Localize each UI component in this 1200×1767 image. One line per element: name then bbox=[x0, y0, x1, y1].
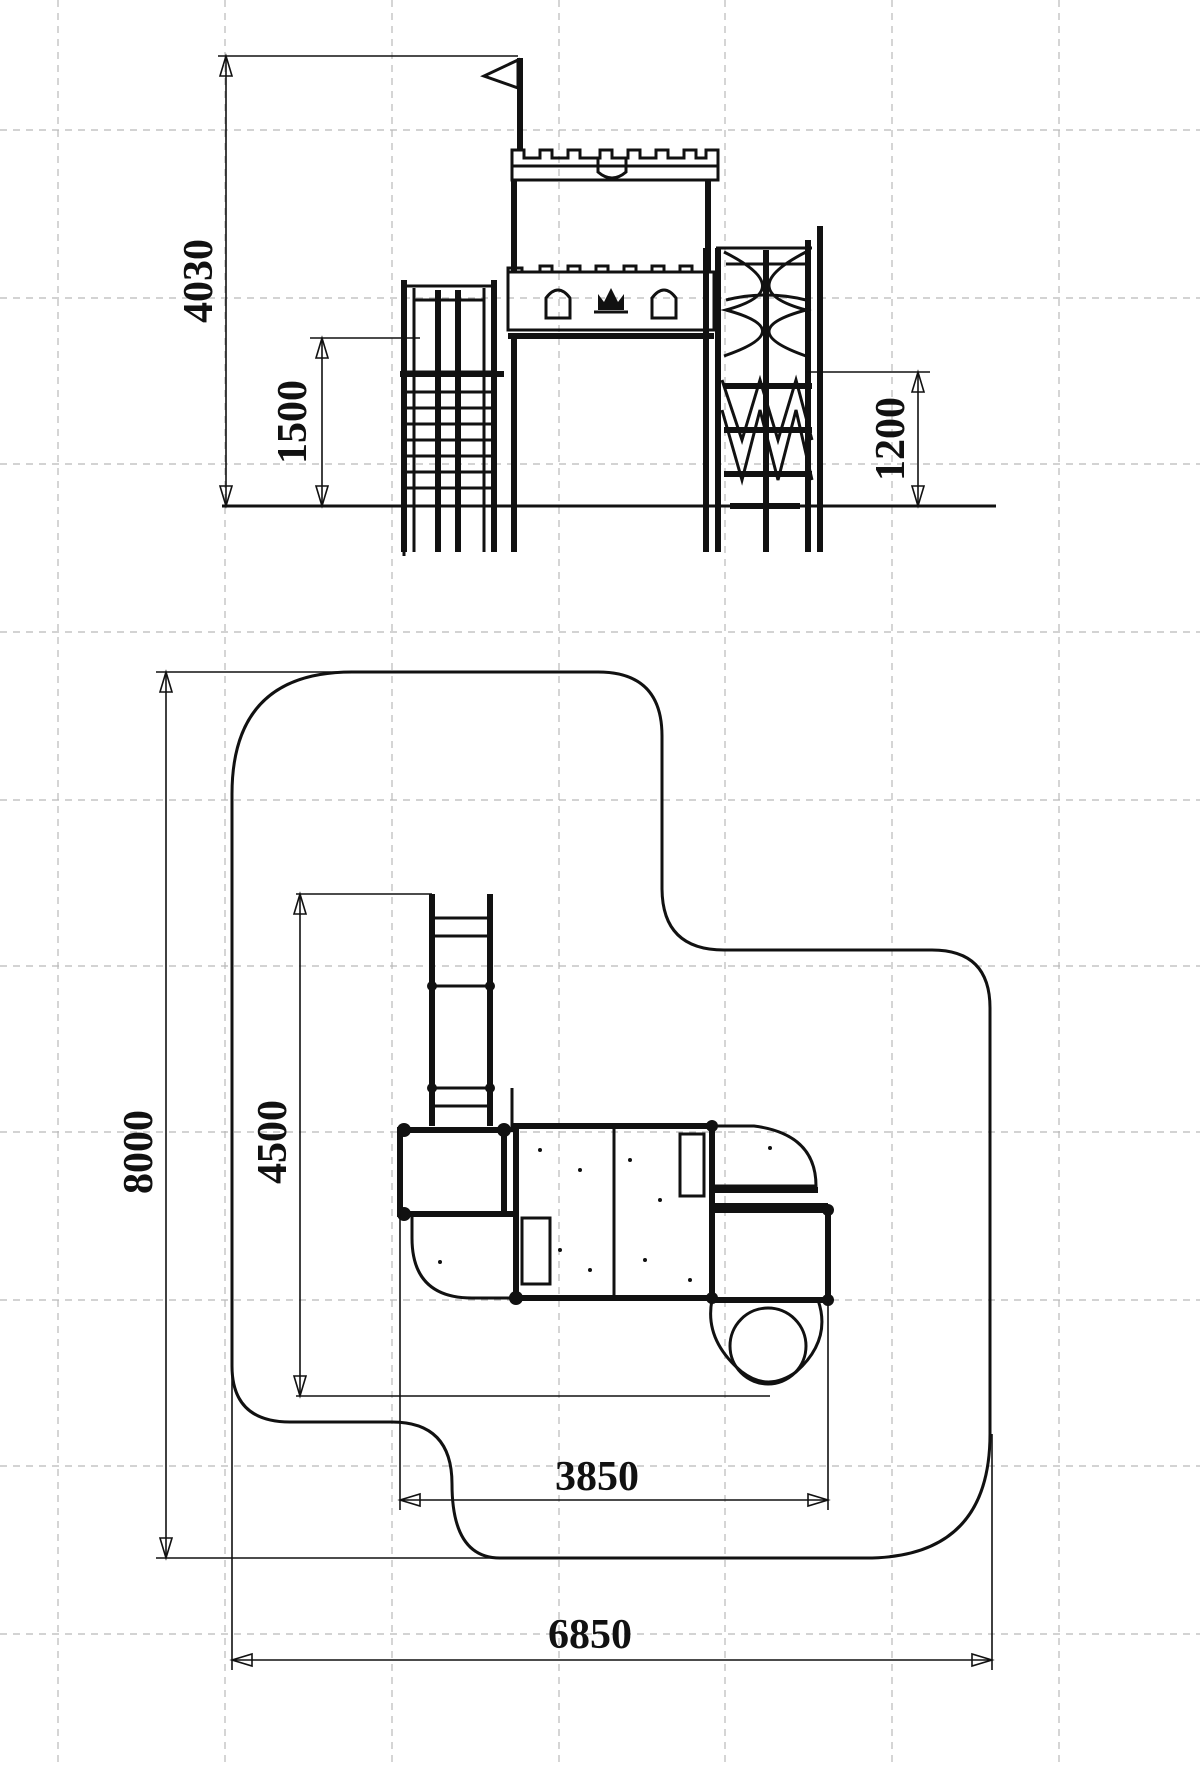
dimension-zone-width: 6850 bbox=[229, 1366, 995, 1670]
dimension-label-zone-width: 6850 bbox=[548, 1612, 632, 1658]
dimension-equipment-width: 3850 bbox=[397, 1214, 831, 1510]
flag-icon bbox=[480, 57, 523, 150]
window-left bbox=[544, 288, 572, 320]
slide bbox=[427, 894, 514, 1132]
dimension-total-height: 4030 bbox=[176, 53, 518, 509]
dimension-label-right-platform-height: 1200 bbox=[868, 397, 914, 481]
window-right bbox=[650, 288, 678, 320]
dimension-right-platform-height: 1200 bbox=[806, 369, 930, 509]
deck-fasteners bbox=[438, 1146, 772, 1282]
dimension-left-platform-height: 1500 bbox=[270, 335, 420, 509]
dimension-label-zone-length: 8000 bbox=[116, 1110, 162, 1194]
upper-tower bbox=[510, 148, 720, 272]
dimension-zone-length: 8000 bbox=[116, 669, 500, 1561]
dimension-label-total-height: 4030 bbox=[176, 239, 222, 323]
crown-icon bbox=[594, 288, 628, 314]
plan-view: 8000 4500 3850 6850 bbox=[116, 669, 995, 1670]
right-tower bbox=[703, 226, 823, 552]
climbing-net bbox=[720, 250, 812, 358]
dimension-label-equipment-length: 4500 bbox=[250, 1100, 296, 1184]
ladder-rungs bbox=[404, 390, 494, 490]
dimension-equipment-length: 4500 bbox=[250, 891, 770, 1399]
castle-deck bbox=[506, 264, 716, 552]
dimension-label-left-platform-height: 1500 bbox=[270, 380, 316, 464]
front-elevation: 4030 1500 1200 bbox=[176, 53, 996, 556]
dimension-label-equipment-width: 3850 bbox=[555, 1454, 639, 1500]
equipment-plan bbox=[397, 1120, 834, 1386]
left-tower bbox=[400, 280, 504, 556]
castle-battlement bbox=[510, 148, 720, 182]
safety-zone-outline bbox=[230, 670, 992, 1560]
